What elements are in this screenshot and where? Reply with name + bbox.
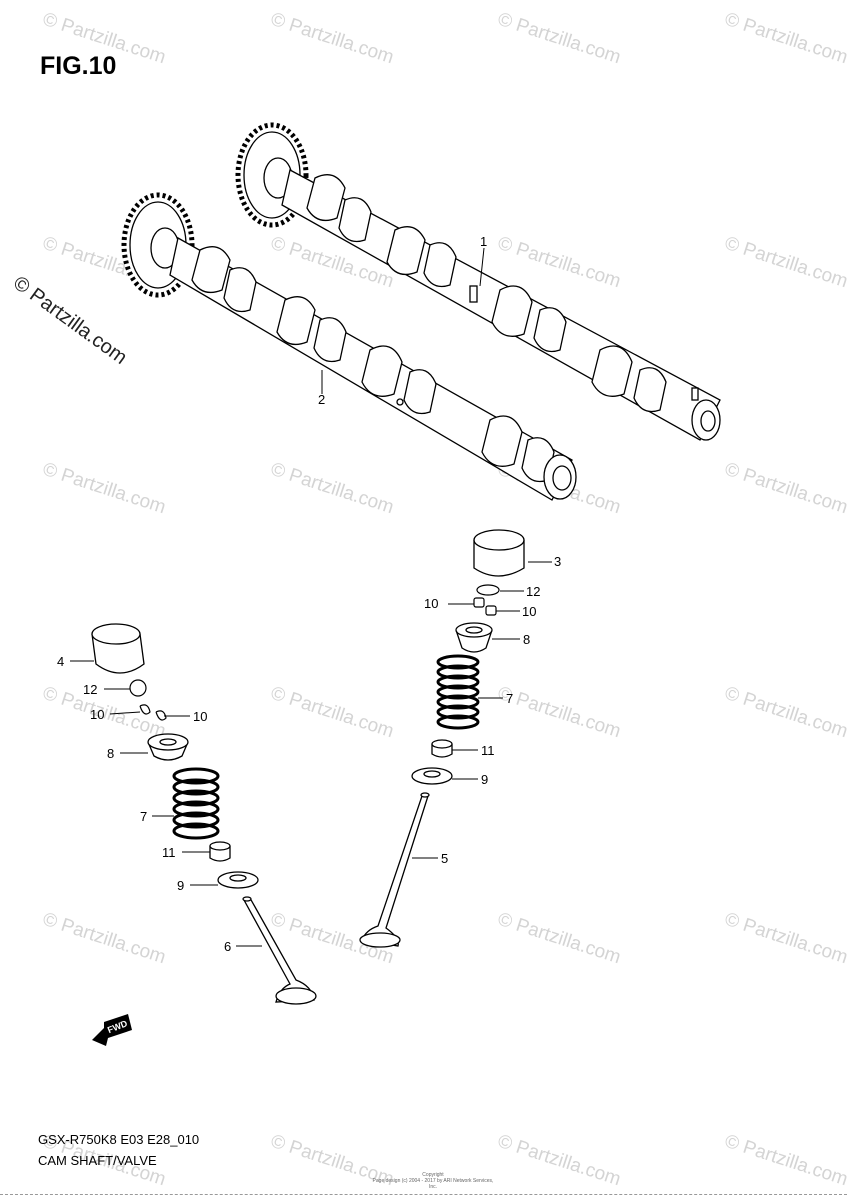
callout-6: 6 [224, 939, 231, 954]
callout-11-right: 11 [481, 743, 495, 758]
callout-8-left: 8 [107, 746, 114, 761]
callout-10-right-a: 10 [424, 596, 438, 611]
bottom-rule [0, 1194, 847, 1195]
seal-11-left[interactable] [209, 841, 231, 862]
callout-2: 2 [318, 392, 325, 407]
seat-9-right[interactable] [411, 767, 453, 785]
callout-8-right: 8 [523, 632, 530, 647]
cotter-10-right-a[interactable] [473, 597, 485, 608]
callout-10-left-a: 10 [90, 707, 104, 722]
tappet-3[interactable] [473, 529, 525, 577]
copyright-line-2: Page design (c) 2004 - 2017 by ARI Netwo… [372, 1178, 494, 1190]
figure-title: FIG.10 [40, 52, 117, 80]
retainer-8-right[interactable] [455, 622, 493, 653]
cotter-10-right-b[interactable] [485, 605, 497, 616]
callout-labels: 1 2 3 12 10 10 8 7 11 9 5 4 12 10 10 8 7… [57, 234, 561, 954]
copyright-notice: Copyright Page design (c) 2004 - 2017 by… [368, 1172, 498, 1190]
footer-code: GSX-R750K8 E03 E28_010 [38, 1132, 200, 1147]
callout-10-left-b: 10 [193, 709, 207, 724]
tappet-4[interactable] [91, 623, 145, 674]
callout-11-left: 11 [162, 845, 176, 860]
callout-4: 4 [57, 654, 64, 669]
retainer-8-left[interactable] [147, 733, 189, 761]
callout-7-right: 7 [506, 691, 513, 706]
callout-1: 1 [480, 234, 487, 249]
callout-9-right: 9 [481, 772, 488, 787]
shim-12-left[interactable] [129, 679, 147, 697]
callout-12-left: 12 [83, 682, 97, 697]
spring-7-left[interactable] [172, 767, 220, 840]
valve-5[interactable] [359, 792, 430, 948]
seal-11-right[interactable] [431, 739, 453, 758]
callout-5: 5 [441, 851, 448, 866]
seat-9-left[interactable] [217, 871, 259, 889]
cotter-10-left-a[interactable] [139, 704, 151, 715]
callout-3: 3 [554, 554, 561, 569]
camshaft-2[interactable] [121, 192, 577, 501]
cotter-10-left-b[interactable] [155, 710, 167, 721]
spring-7-right[interactable] [436, 654, 480, 730]
copyright-line-1: Copyright [422, 1172, 444, 1178]
fwd-arrow-icon: FWD [92, 1014, 132, 1046]
callout-7-left: 7 [140, 809, 147, 824]
callout-10-right-b: 10 [522, 604, 536, 619]
camshaft-1[interactable] [235, 122, 721, 441]
callout-12-right: 12 [526, 584, 540, 599]
leader-lines [70, 247, 552, 947]
valve-6[interactable] [242, 896, 317, 1005]
callout-9-left: 9 [177, 878, 184, 893]
shim-12-right[interactable] [476, 584, 500, 596]
footer-name: CAM SHAFT/VALVE [38, 1153, 157, 1168]
